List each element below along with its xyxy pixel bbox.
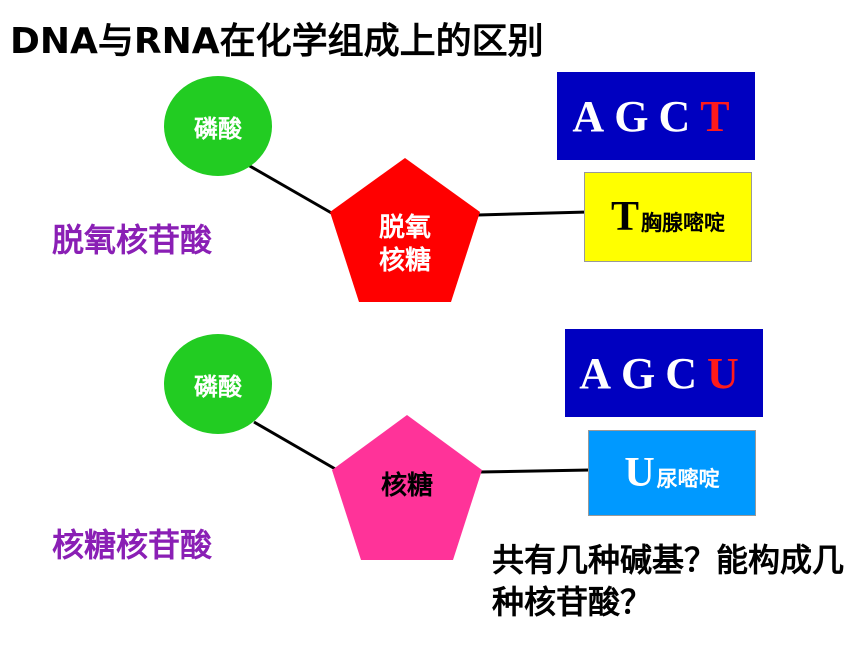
rna-nucleotide-label: 核糖核苷酸 xyxy=(52,526,213,564)
uracil-name: 尿嘧啶 xyxy=(656,467,720,491)
thymine-name: 胸腺嘧啶 xyxy=(641,211,725,235)
rna-bases-box: A G C U xyxy=(565,329,763,417)
dna-sugar-label: 脱氧 核糖 xyxy=(378,213,431,276)
thymine-letter: T xyxy=(610,194,639,240)
rna-sugar-label: 核糖 xyxy=(380,471,433,501)
dna-bases-box: A G C T xyxy=(557,72,755,160)
dna-phosphate-circle: 磷酸 xyxy=(164,76,272,176)
rna-base-u: U xyxy=(707,348,749,398)
uracil-box: U 尿嘧啶 xyxy=(588,430,756,516)
dna-nucleotide-label: 脱氧核苷酸 xyxy=(52,221,213,259)
rna-sugar-base-bond xyxy=(479,468,591,474)
rna-phosphate-circle: 磷酸 xyxy=(164,334,272,434)
dna-base-c: C xyxy=(658,91,701,141)
rna-phosphate-label: 磷酸 xyxy=(194,372,242,401)
rna-base-a: A xyxy=(579,348,621,398)
rna-phosphate-sugar-bond xyxy=(253,420,338,472)
page-title: DNA与RNA在化学组成上的区别 xyxy=(10,21,544,62)
rna-base-g: G xyxy=(620,348,666,398)
dna-phosphate-sugar-bond xyxy=(247,163,336,217)
rna-base-c: C xyxy=(665,348,707,398)
dna-sugar-base-bond xyxy=(477,210,589,217)
rna-ribose-pentagon xyxy=(332,415,482,560)
dna-base-g: G xyxy=(614,91,659,141)
dna-base-a: A xyxy=(572,91,615,141)
dna-deoxyribose-pentagon xyxy=(330,158,480,302)
uracil-letter: U xyxy=(624,450,655,496)
dna-phosphate-label: 磷酸 xyxy=(194,114,242,143)
question-text: 共有几种碱基？能构成几种核苷酸？ xyxy=(492,541,845,621)
dna-base-t: T xyxy=(700,91,740,141)
thymine-box: T 胸腺嘧啶 xyxy=(584,172,752,262)
